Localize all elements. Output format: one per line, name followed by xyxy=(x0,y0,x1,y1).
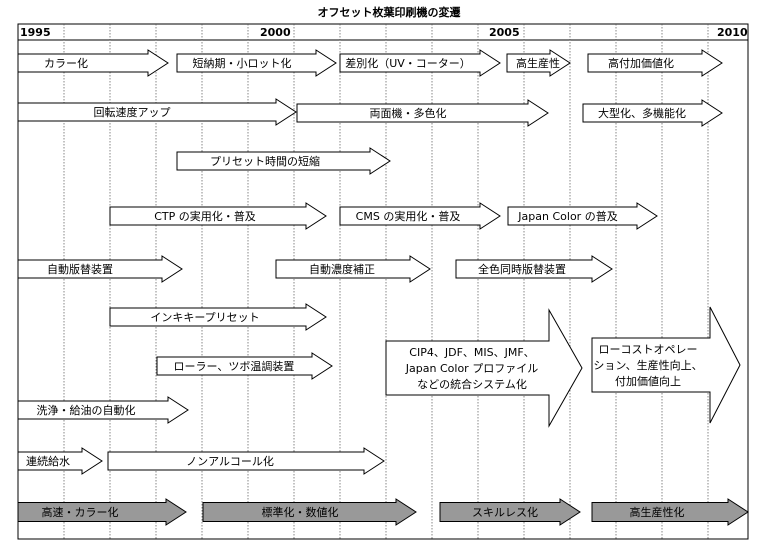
trend-label-speed-up: 回転速度アップ xyxy=(94,105,171,119)
trend-arrow-cip4 xyxy=(385,308,583,428)
trend-label-non-alcohol: ノンアルコール化 xyxy=(186,454,274,468)
trend-label-cont-water: 連続給水 xyxy=(26,454,70,468)
trend-label-productivity: 高生産性 xyxy=(516,56,560,70)
trend-arrow-productivity xyxy=(506,49,571,77)
trend-label-ctp: CTP の実用化・普及 xyxy=(154,209,256,223)
trend-arrow-low-cost xyxy=(591,306,741,424)
trend-arrow-short-run xyxy=(176,49,337,77)
diagram-title: オフセット枚葉印刷機の変遷 xyxy=(317,6,461,19)
trend-label-auto-plate: 自動版替装置 xyxy=(47,262,113,276)
trend-label-short-run: 短納期・小ロット化 xyxy=(193,56,292,70)
trend-arrow-ctp xyxy=(109,202,327,230)
band-arrow-skillless xyxy=(439,498,581,526)
trend-label-cms: CMS の実用化・普及 xyxy=(356,209,461,223)
trend-label-uv-coater: 差別化（UV・コーター） xyxy=(345,56,471,70)
trend-arrows: カラー化 短納期・小ロット化 差別化（UV・コーター） 高生産性 高付加価値化回転速度ア… xyxy=(17,49,741,475)
trend-arrow-simul-plate xyxy=(455,255,613,283)
band-arrow-high-prod xyxy=(591,498,749,526)
trend-arrow-preset-time xyxy=(176,147,391,175)
trend-label-japan-color: Japan Color の普及 xyxy=(517,209,617,223)
trend-arrow-value-added xyxy=(587,49,723,77)
trend-arrow-cont-water xyxy=(17,447,103,475)
trend-arrow-uv-coater xyxy=(339,49,501,77)
trend-label-ink-preset: インキキープリセット xyxy=(150,311,259,324)
band-label-standard: 標準化・数値化 xyxy=(262,505,339,519)
trend-label-perfecting: 両面機・多色化 xyxy=(370,106,447,120)
trend-arrow-ink-preset xyxy=(109,303,327,331)
year-label: 1995 xyxy=(20,26,51,39)
summary-bands: 高速・カラー化 標準化・数値化 スキルレス化 高生産性化 xyxy=(17,498,749,526)
band-label-high-prod: 高生産性化 xyxy=(630,505,685,519)
trend-arrow-color xyxy=(17,49,169,77)
year-label: 2005 xyxy=(489,26,520,39)
trend-arrow-speed-up xyxy=(17,98,297,126)
trend-arrow-auto-wash xyxy=(17,396,189,424)
trend-arrow-auto-density xyxy=(275,255,431,283)
trend-label-auto-wash: 洗浄・給油の自動化 xyxy=(37,403,136,417)
trend-arrow-cms xyxy=(339,202,501,230)
year-label: 2010 xyxy=(717,26,748,39)
band-label-high-speed: 高速・カラー化 xyxy=(42,505,119,519)
trend-label-simul-plate: 全色同時版替装置 xyxy=(478,262,566,276)
band-arrow-standard xyxy=(202,498,417,526)
diagram-frame xyxy=(17,23,749,540)
band-label-skillless: スキルレス化 xyxy=(472,505,538,519)
trend-arrow-large-format xyxy=(582,99,723,127)
band-arrow-high-speed xyxy=(17,498,187,526)
trend-label-value-added: 高付加価値化 xyxy=(608,56,674,70)
trend-arrow-japan-color xyxy=(507,202,658,230)
trend-label-cip4: CIP4、JDF、MIS、JMF、Japan Color プロファイルなどの統合… xyxy=(405,346,538,391)
trend-label-color: カラー化 xyxy=(44,56,88,70)
trend-label-auto-density: 自動濃度補正 xyxy=(309,262,375,276)
trend-label-low-cost: ローコストオペレーション、生産性向上、付加価値向上 xyxy=(593,343,702,388)
year-label: 2000 xyxy=(260,26,291,39)
trend-label-roller-temp: ローラー、ツボ温調装置 xyxy=(174,359,295,373)
year-labels: 1995 2000 2005 2010 xyxy=(20,26,748,39)
trend-arrow-non-alcohol xyxy=(107,447,385,475)
trend-label-preset-time: プリセット時間の短縮 xyxy=(210,154,320,168)
trend-arrow-perfecting xyxy=(296,99,549,127)
trend-arrow-roller-temp xyxy=(156,352,333,380)
trend-arrow-auto-plate xyxy=(17,255,183,283)
trend-label-large-format: 大型化、多機能化 xyxy=(598,106,686,120)
